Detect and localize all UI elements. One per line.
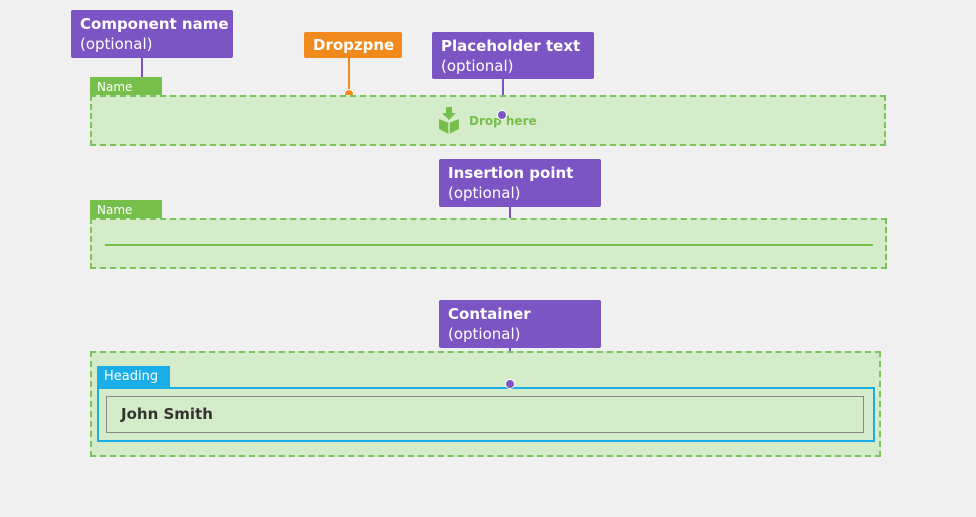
- callout-subtitle: (optional): [448, 325, 521, 343]
- callout-connector: [509, 207, 511, 219]
- callout-connector: [348, 58, 350, 92]
- callout-connector: [141, 58, 143, 82]
- insertion-zone[interactable]: [90, 218, 887, 269]
- container-tag-label: Heading: [104, 369, 159, 384]
- callout-subtitle: (optional): [448, 184, 521, 202]
- component-name-label: Name: [97, 80, 133, 94]
- callout-subtitle: (optional): [441, 57, 514, 75]
- callout-title: Dropzpne: [313, 36, 395, 54]
- callout-placeholder-text: Placeholder text (optional): [432, 32, 594, 79]
- dropzone-placeholder-text: Drop here: [469, 114, 537, 128]
- callout-title: Container: [448, 305, 531, 323]
- callout-anchor-dot: [505, 379, 515, 389]
- drop-box-icon: [439, 107, 459, 134]
- callout-title: Placeholder text: [441, 37, 581, 55]
- callout-subtitle: (optional): [80, 35, 153, 53]
- heading-field-value: John Smith: [121, 405, 213, 423]
- container-tag[interactable]: Heading: [97, 366, 170, 388]
- callout-anchor-dot: [497, 110, 507, 120]
- container[interactable]: John Smith: [97, 387, 875, 442]
- callout-insertion-point: Insertion point (optional): [439, 159, 601, 207]
- callout-title: Component name: [80, 15, 229, 33]
- callout-component-name: Component name (optional): [71, 10, 233, 58]
- component-name-tag[interactable]: Name: [90, 77, 162, 97]
- component-name-label: Name: [97, 203, 133, 217]
- callout-title: Insertion point: [448, 164, 574, 182]
- dropzone[interactable]: Drop here: [90, 95, 886, 146]
- callout-container: Container (optional): [439, 300, 601, 348]
- callout-dropzone: Dropzpne: [304, 32, 402, 58]
- outer-dropzone[interactable]: Heading John Smith: [90, 351, 881, 457]
- insertion-point-line[interactable]: [105, 244, 873, 246]
- heading-field[interactable]: John Smith: [106, 396, 864, 433]
- component-name-tag[interactable]: Name: [90, 200, 162, 220]
